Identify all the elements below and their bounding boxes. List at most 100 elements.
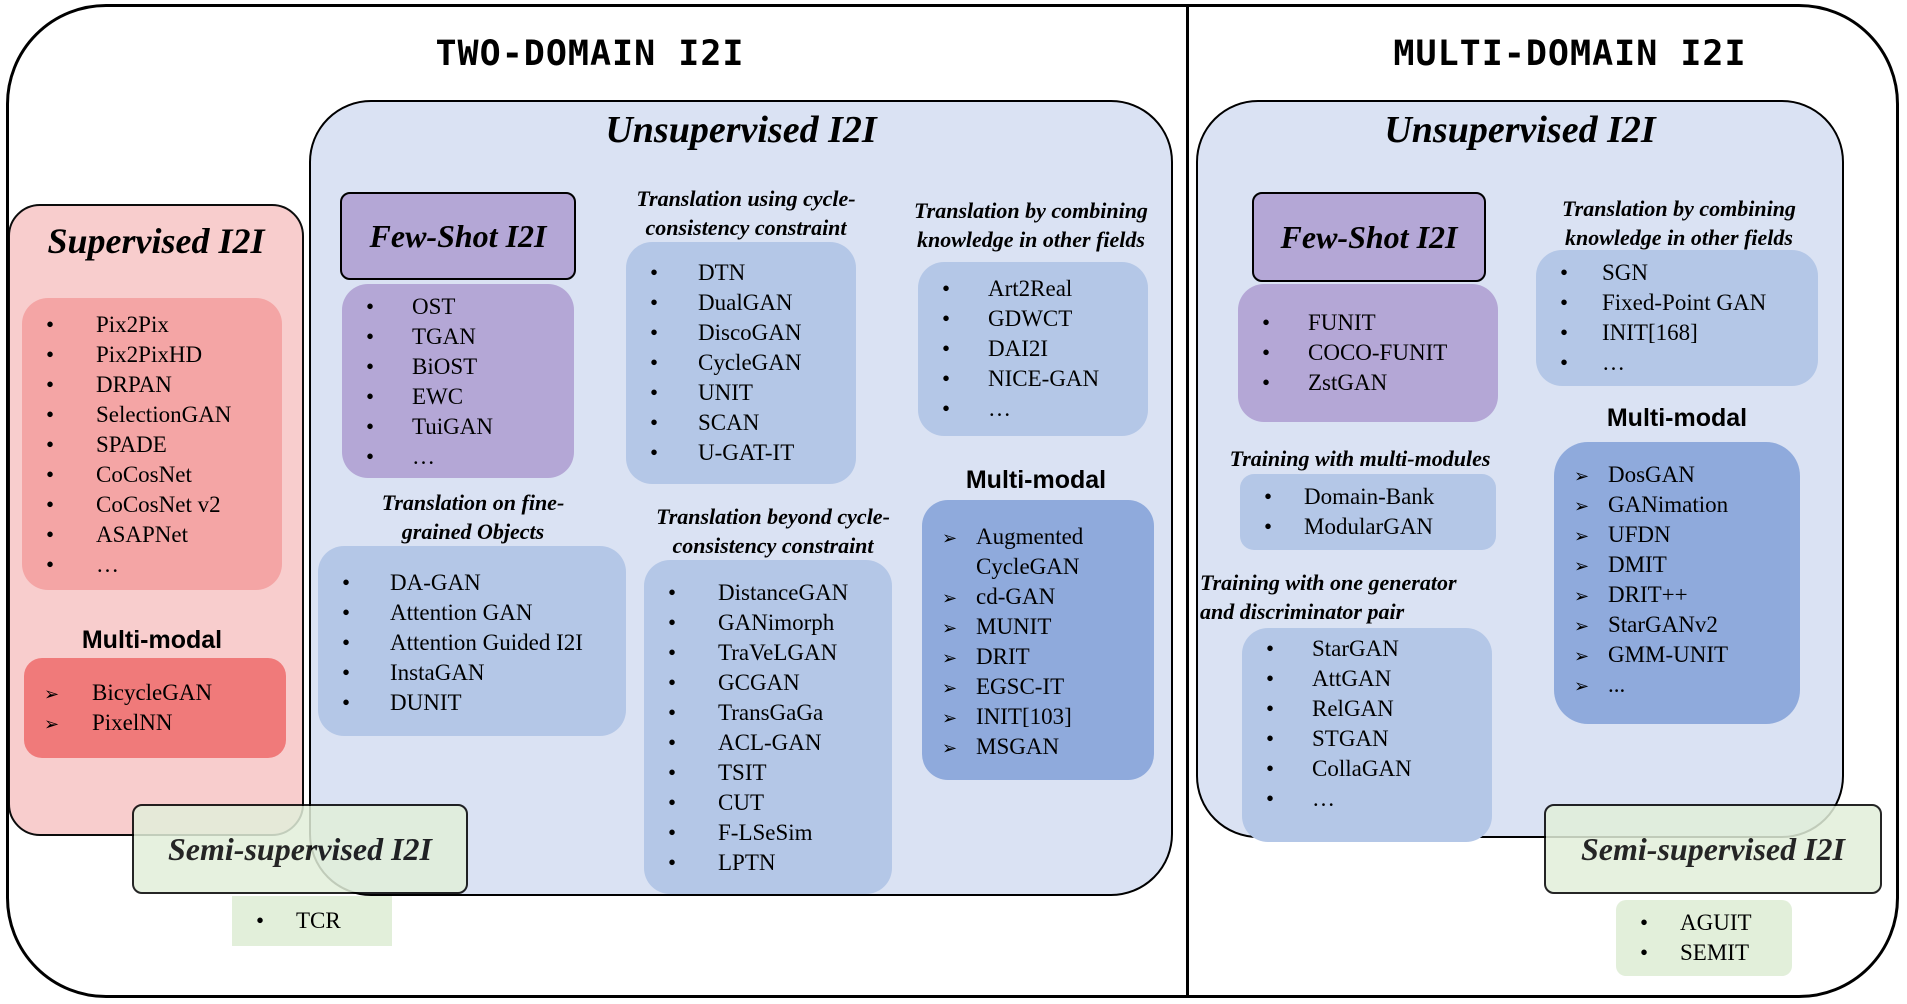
list-item: FUNIT <box>1238 308 1447 338</box>
list-item: SEMIT <box>1616 938 1752 968</box>
list-item: Attention Guided I2I <box>318 628 583 658</box>
unsupervised-title-two-domain: Unsupervised I2I <box>605 109 877 151</box>
list-item: SPADE <box>22 430 231 460</box>
semi-supervised-panel-left: TCR <box>232 896 392 946</box>
supervised-multimodal-title: Multi-modal <box>81 626 223 654</box>
list-item: MUNIT <box>922 612 1083 644</box>
knowledge-list-multi-domain: SGN Fixed-Point GAN INIT[168] … <box>1536 258 1766 378</box>
list-item: ASAPNet <box>22 520 231 550</box>
knowledge-title-multi-domain: Translation by combining knowledge in ot… <box>1562 196 1796 250</box>
multi-domain-title: MULTI-DOMAIN I2I <box>1393 34 1747 74</box>
semi-supervised-title-left: Semi-supervised I2I <box>132 804 468 894</box>
list-item: CoCosNet <box>22 460 231 490</box>
list-item: DMIT <box>1554 550 1728 582</box>
list-item: CycleGAN <box>626 348 802 378</box>
list-item: SelectionGAN <box>22 400 231 430</box>
list-item: TCR <box>232 906 341 936</box>
list-item: DUNIT <box>318 688 583 718</box>
list-item: NICE-GAN <box>918 364 1099 394</box>
list-item: OST <box>342 292 493 322</box>
list-item: … <box>1536 348 1766 378</box>
list-item: U-GAT-IT <box>626 438 802 468</box>
list-item: GCGAN <box>644 668 848 698</box>
list-item: DTN <box>626 258 802 288</box>
multimodal-panel-multi-domain: DosGAN GANimation UFDN DMIT DRIT++ StarG… <box>1554 442 1800 724</box>
list-item: DAI2I <box>918 334 1099 364</box>
list-item: RelGAN <box>1242 694 1412 724</box>
beyond-cycle-title: Translation beyond cycle- consistency co… <box>656 504 890 558</box>
list-item: ZstGAN <box>1238 368 1447 398</box>
list-item: DiscoGAN <box>626 318 802 348</box>
multimodules-panel: Domain-Bank ModularGAN <box>1240 474 1496 550</box>
beyond-cycle-list: DistanceGAN GANimorph TraVeLGAN GCGAN Tr… <box>644 578 848 878</box>
list-item: DRIT++ <box>1554 580 1728 612</box>
beyond-cycle-panel: DistanceGAN GANimorph TraVeLGAN GCGAN Tr… <box>644 560 892 894</box>
list-item: BiOST <box>342 352 493 382</box>
outer-frame <box>6 4 1899 998</box>
list-item: STGAN <box>1242 724 1412 754</box>
list-item: StarGANv2 <box>1554 610 1728 642</box>
list-item: DRPAN <box>22 370 231 400</box>
list-item: SCAN <box>626 408 802 438</box>
list-item: AttGAN <box>1242 664 1412 694</box>
domain-divider <box>1186 4 1189 998</box>
list-item: StarGAN <box>1242 634 1412 664</box>
list-item: EGSC-IT <box>922 672 1083 704</box>
list-item: Pix2Pix <box>22 310 231 340</box>
list-item: MSGAN <box>922 732 1083 764</box>
fine-grained-list: DA-GAN Attention GAN Attention Guided I2… <box>318 568 583 718</box>
list-item: SGN <box>1536 258 1766 288</box>
list-item: … <box>342 442 493 472</box>
unsupervised-title-multi-domain: Unsupervised I2I <box>1384 109 1656 151</box>
knowledge-list-two-domain: Art2Real GDWCT DAI2I NICE-GAN … <box>918 274 1099 424</box>
fewshot-list-multi-domain: FUNIT COCO-FUNIT ZstGAN <box>1238 308 1447 398</box>
knowledge-panel-two-domain: Art2Real GDWCT DAI2I NICE-GAN … <box>918 262 1148 436</box>
list-item: DosGAN <box>1554 460 1728 492</box>
fine-grained-panel: DA-GAN Attention GAN Attention Guided I2… <box>318 546 626 736</box>
list-item: ... <box>1554 670 1728 702</box>
semi-supervised-panel-right: AGUIT SEMIT <box>1616 900 1792 976</box>
list-item: cd-GAN <box>922 582 1083 614</box>
list-item: … <box>22 550 231 580</box>
list-item: TSIT <box>644 758 848 788</box>
list-item: UFDN <box>1554 520 1728 552</box>
list-item: AGUIT <box>1616 908 1752 938</box>
supervised-method-list: Pix2Pix Pix2PixHD DRPAN SelectionGAN SPA… <box>22 310 231 580</box>
list-item: InstaGAN <box>318 658 583 688</box>
fewshot-title-multi-domain: Few-Shot I2I <box>1252 192 1486 282</box>
list-item: … <box>918 394 1099 424</box>
multimodal-title-multi-domain: Multi-modal <box>1606 404 1748 432</box>
multimodal-title-two-domain: Multi-modal <box>965 466 1107 494</box>
list-item: Pix2PixHD <box>22 340 231 370</box>
fewshot-panel-multi-domain: FUNIT COCO-FUNIT ZstGAN <box>1238 284 1498 422</box>
cycle-consistency-list: DTN DualGAN DiscoGAN CycleGAN UNIT SCAN … <box>626 258 802 468</box>
list-item: Domain-Bank <box>1240 482 1434 512</box>
list-item: TGAN <box>342 322 493 352</box>
knowledge-panel-multi-domain: SGN Fixed-Point GAN INIT[168] … <box>1536 250 1818 386</box>
list-item: DA-GAN <box>318 568 583 598</box>
multimodal-list-two-domain: Augmented CycleGAN cd-GAN MUNIT DRIT EGS… <box>922 522 1083 764</box>
semi-supervised-list-right: AGUIT SEMIT <box>1616 908 1752 968</box>
semi-supervised-list-left: TCR <box>232 906 341 936</box>
fewshot-title-two-domain: Few-Shot I2I <box>340 192 576 280</box>
onepair-title: Training with one generator and discrimi… <box>1200 570 1457 624</box>
multimodules-title: Training with multi-modules <box>1229 446 1491 471</box>
fewshot-list-two-domain: OST TGAN BiOST EWC TuiGAN … <box>342 292 493 472</box>
list-item: Fixed-Point GAN <box>1536 288 1766 318</box>
list-item: TransGaGa <box>644 698 848 728</box>
list-item: Augmented <box>922 522 1083 554</box>
fine-grained-title: Translation on fine- grained Objects <box>381 490 565 544</box>
knowledge-title-two-domain: Translation by combining knowledge in ot… <box>914 198 1148 252</box>
list-item: INIT[168] <box>1536 318 1766 348</box>
list-item: GDWCT <box>918 304 1099 334</box>
supervised-methods-panel: Pix2Pix Pix2PixHD DRPAN SelectionGAN SPA… <box>22 298 282 590</box>
list-item: TuiGAN <box>342 412 493 442</box>
list-item: BicycleGAN <box>24 678 212 710</box>
fewshot-panel-two-domain: OST TGAN BiOST EWC TuiGAN … <box>342 284 574 478</box>
list-item: ModularGAN <box>1240 512 1434 542</box>
list-item: TraVeLGAN <box>644 638 848 668</box>
list-item: ACL-GAN <box>644 728 848 758</box>
onepair-list: StarGAN AttGAN RelGAN STGAN CollaGAN … <box>1242 634 1412 814</box>
list-item: COCO-FUNIT <box>1238 338 1447 368</box>
list-item: F-LSeSim <box>644 818 848 848</box>
